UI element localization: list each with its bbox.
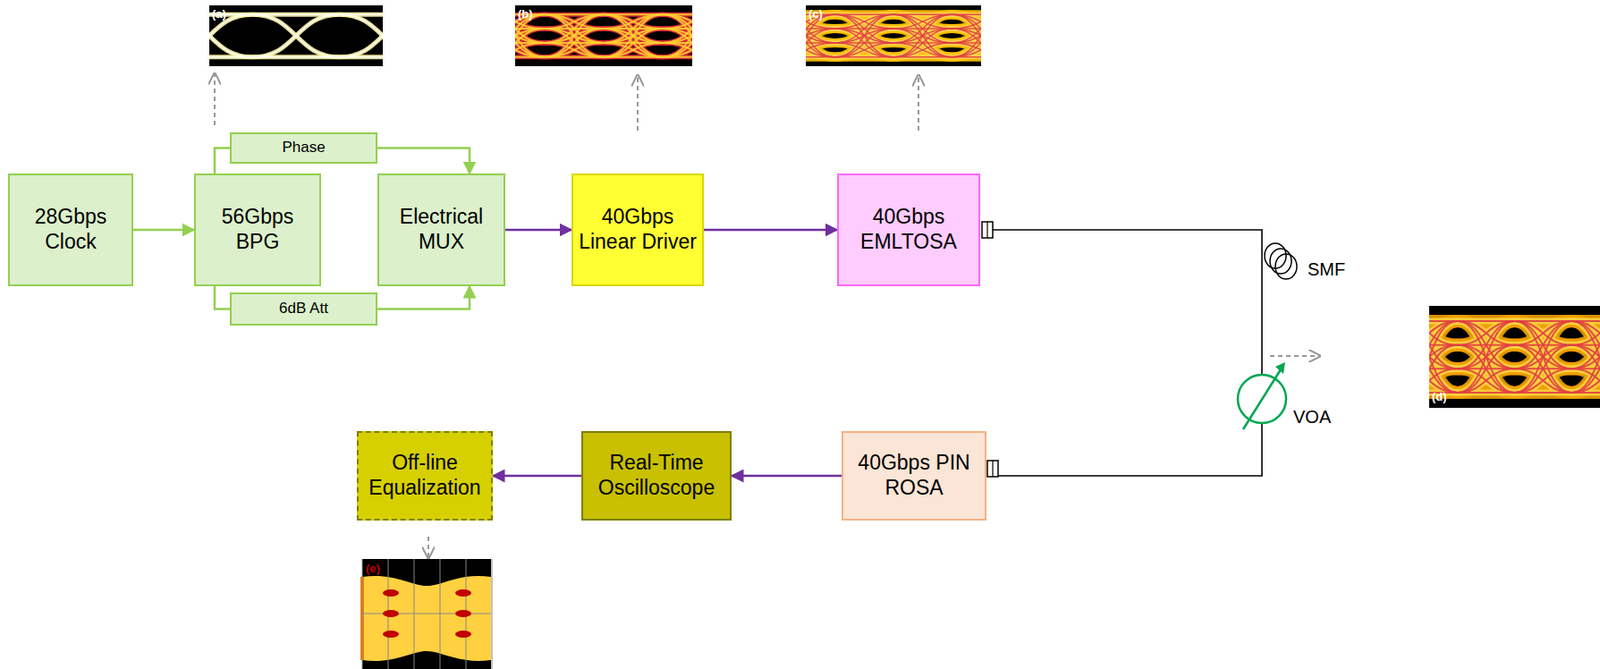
signal-arrow [703, 228, 838, 232]
box-label: 28Gbps Clock [15, 204, 127, 254]
box-label: Off-line Equalization [364, 450, 486, 500]
signal-arrow [505, 228, 572, 232]
signal-arrow [377, 148, 470, 175]
box-label: Real-Time Oscilloscope [588, 450, 725, 500]
process-box: 56Gbps BPG [194, 173, 322, 287]
box-label: 40Gbps EMLTOSA [844, 204, 974, 254]
process-box: 40Gbps Linear Driver [571, 173, 704, 287]
process-box: 40Gbps PIN ROSA [841, 431, 987, 521]
probe-arrow [1269, 355, 1321, 357]
process-box: 6dB Att [229, 292, 378, 326]
eye-diagram [805, 5, 982, 67]
signal-arrow [214, 286, 230, 310]
probe-arrow [427, 536, 430, 559]
eye-diagram [515, 5, 693, 67]
panel-letter: (d) [1431, 389, 1448, 404]
signal-arrow [214, 148, 230, 175]
process-box: Phase [229, 132, 378, 164]
eye-diagram [1429, 305, 1600, 408]
signal-arrow [377, 286, 470, 310]
process-box: Real-Time Oscilloscope [581, 431, 732, 521]
eye-diagram [362, 558, 492, 669]
panel-letter: (b) [517, 7, 534, 21]
panel-letter: (c) [808, 7, 823, 21]
fiber-coil [1264, 243, 1297, 280]
component-label: VOA [1293, 406, 1331, 428]
process-box: 40Gbps EMLTOSA [837, 173, 981, 287]
box-label: 40Gbps PIN ROSA [848, 450, 980, 500]
panel-letter: (a) [211, 7, 227, 21]
process-box: 28Gbps Clock [8, 173, 134, 287]
fiber-link [992, 229, 1262, 476]
signal-arrow [492, 474, 582, 478]
process-box: Off-line Equalization [356, 431, 493, 521]
box-label: Electrical MUX [384, 204, 499, 254]
component-label: SMF [1307, 259, 1346, 280]
eye-diagram [209, 5, 383, 67]
probe-arrow [917, 75, 920, 131]
box-label: Phase [281, 138, 325, 157]
box-label: 6dB Att [279, 299, 329, 318]
voa-symbol [1237, 362, 1287, 430]
signal-arrow [731, 474, 842, 478]
fiber-connector [987, 460, 999, 477]
panel-letter: (e) [365, 561, 381, 576]
box-label: 56Gbps BPG [201, 204, 314, 254]
signal-arrow [133, 228, 195, 232]
box-label: 40Gbps Linear Driver [578, 204, 697, 254]
process-box: Electrical MUX [377, 173, 506, 287]
fiber-connector [982, 221, 993, 238]
probe-arrow [636, 75, 639, 131]
probe-arrow [213, 73, 216, 126]
